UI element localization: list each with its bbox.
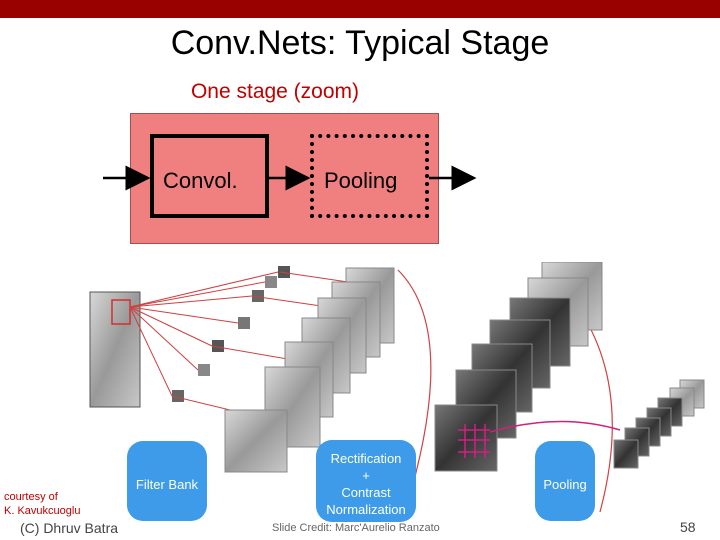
top-bar: [0, 0, 720, 18]
author-footer: (C) Dhruv Batra: [20, 520, 119, 536]
rect-label-1: Rectification: [330, 451, 402, 466]
normalized-feature-maps: [434, 262, 603, 472]
rect-label-2: +: [362, 468, 370, 483]
page-number: 58: [680, 519, 696, 535]
slide-title: Conv.Nets: Typical Stage: [170, 24, 550, 62]
slide-subtitle: One stage (zoom): [190, 80, 360, 103]
filter-kernels: [172, 266, 290, 402]
pooling-pill-label: Pooling: [543, 477, 587, 492]
convnet-figure: [89, 262, 705, 513]
rect-norm-pill: Rectification + Contrast Normalization: [316, 440, 416, 522]
pooled-feature-maps: [613, 379, 705, 469]
courtesy-credit: courtesy of K. Kavukcuoglu: [4, 490, 80, 518]
pooling-pill: Pooling: [535, 441, 595, 521]
stage-arrows: [103, 165, 477, 191]
courtesy-line-1: courtesy of: [4, 491, 58, 503]
rect-label-3: Contrast: [341, 485, 391, 500]
filter-bank-pill: Filter Bank: [127, 441, 207, 521]
filter-bank-label: Filter Bank: [135, 477, 199, 492]
rect-label-4: Normalization: [326, 502, 406, 517]
pooling-box: [310, 134, 429, 218]
convol-label: Convol.: [163, 168, 238, 193]
pooling-marks: [458, 420, 621, 458]
pooling-label: Pooling: [324, 168, 398, 193]
convol-box: [150, 134, 269, 218]
slide-credit: Slide Credit: Marc'Aurelio Ranzato: [272, 522, 440, 534]
receptive-field: [111, 299, 131, 325]
filter-feature-maps: [224, 267, 395, 473]
courtesy-line-2: K. Kavukcuoglu: [4, 505, 81, 517]
